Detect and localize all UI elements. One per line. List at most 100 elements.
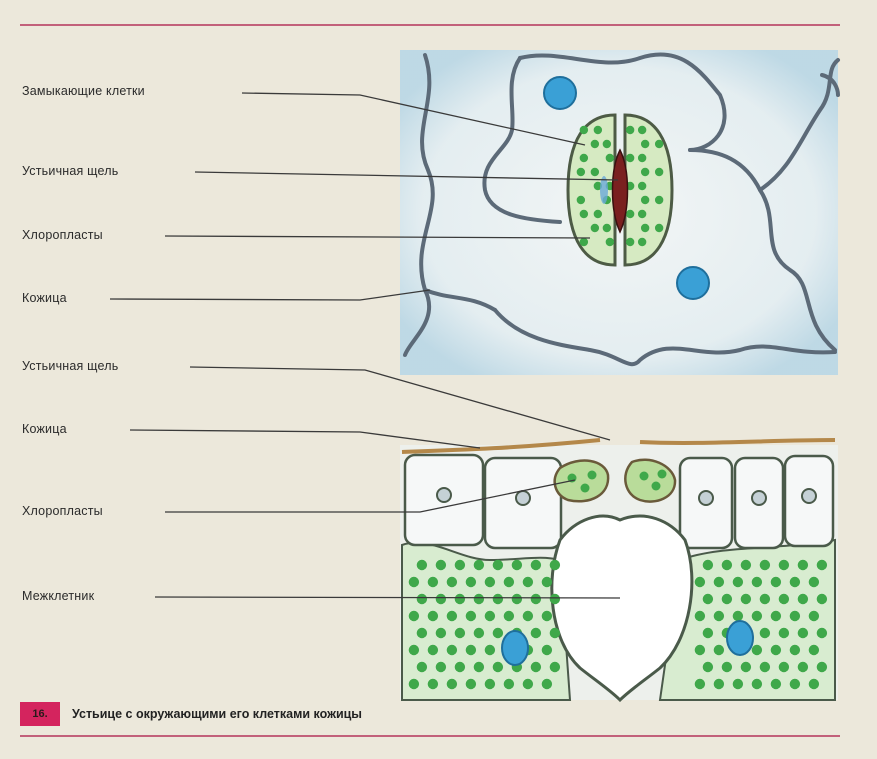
chloroplast-dot xyxy=(714,645,724,655)
chloroplast-dot xyxy=(606,238,614,246)
chloroplast-dot xyxy=(741,594,751,604)
chloroplast-dot xyxy=(741,662,751,672)
chloroplast-dot xyxy=(504,611,514,621)
chloroplast-dot xyxy=(779,662,789,672)
label-epidermis-top: Кожица xyxy=(22,291,67,305)
chloroplast-dot xyxy=(542,679,552,689)
chloroplast-dot xyxy=(779,560,789,570)
guard-cell-section-left xyxy=(555,461,608,502)
chloroplast-dot xyxy=(771,611,781,621)
chloroplast-dot xyxy=(523,577,533,587)
chloroplast-dot xyxy=(798,560,808,570)
chloroplast-dot xyxy=(722,594,732,604)
chloroplast-dot xyxy=(591,224,599,232)
chloroplast-dot xyxy=(447,645,457,655)
chloroplast-dot xyxy=(655,140,663,148)
chloroplast-dot xyxy=(626,210,634,218)
chloroplast-dot xyxy=(817,594,827,604)
chloroplast-dot xyxy=(798,628,808,638)
chloroplast-dot xyxy=(588,471,597,480)
chloroplast-dot xyxy=(580,238,588,246)
chloroplast-dot xyxy=(436,628,446,638)
chloroplast-dot xyxy=(409,577,419,587)
chloroplast-dot xyxy=(733,577,743,587)
chloroplast-dot xyxy=(531,662,541,672)
mesophyll xyxy=(402,543,570,700)
chloroplast-dot xyxy=(447,577,457,587)
chloroplast-dot xyxy=(436,594,446,604)
chloroplast-dot xyxy=(466,611,476,621)
chloroplast-dot xyxy=(641,168,649,176)
chloroplast-dot xyxy=(760,594,770,604)
chloroplast-dot xyxy=(714,577,724,587)
chloroplast-dot xyxy=(752,611,762,621)
chloroplast-dot xyxy=(550,662,560,672)
chloroplast-dot xyxy=(760,560,770,570)
chloroplast-dot xyxy=(436,560,446,570)
chloroplast-dot xyxy=(466,577,476,587)
epidermis-surface-view xyxy=(400,50,838,375)
chloroplast-dot xyxy=(550,628,560,638)
chloroplast-dot xyxy=(591,140,599,148)
chloroplast-dot xyxy=(809,611,819,621)
chloroplast-dot xyxy=(493,594,503,604)
label-stomatal-pore-bottom: Устьичная щель xyxy=(22,359,118,373)
chloroplast-dot xyxy=(790,611,800,621)
chloroplast-dot xyxy=(417,594,427,604)
nucleus-top xyxy=(544,77,576,109)
label-intercellular-space: Межклетник xyxy=(22,589,94,603)
chloroplast-dot xyxy=(638,182,646,190)
chloroplast-dot xyxy=(638,238,646,246)
chloroplast-dot xyxy=(779,628,789,638)
chloroplast-dot xyxy=(695,645,705,655)
figure-caption: 16. Устьице с окружающими его клетками к… xyxy=(20,702,362,726)
epidermal-nucleus xyxy=(802,489,816,503)
chloroplast-dot xyxy=(752,577,762,587)
chloroplast-dot xyxy=(436,662,446,672)
chloroplast-dot xyxy=(652,482,661,491)
figure-number: 16. xyxy=(20,702,60,726)
chloroplast-dot xyxy=(798,594,808,604)
chloroplast-dot xyxy=(417,560,427,570)
chloroplast-dot xyxy=(550,594,560,604)
chloroplast-dot xyxy=(531,628,541,638)
label-chloroplasts-bottom: Хлоропласты xyxy=(22,504,103,518)
chloroplast-dot xyxy=(577,196,585,204)
chloroplast-dot xyxy=(779,594,789,604)
chloroplast-dot xyxy=(703,594,713,604)
chloroplast-dot xyxy=(752,645,762,655)
chloroplast-dot xyxy=(447,679,457,689)
chloroplast-dot xyxy=(474,628,484,638)
chloroplast-dot xyxy=(428,679,438,689)
chloroplast-dot xyxy=(733,679,743,689)
chloroplast-dot xyxy=(638,210,646,218)
chloroplast-dot xyxy=(809,645,819,655)
cross-section-view xyxy=(400,440,838,700)
chloroplast-dot xyxy=(638,126,646,134)
chloroplast-dot xyxy=(542,577,552,587)
nucleus-section-right xyxy=(727,621,753,655)
chloroplast-dot xyxy=(695,577,705,587)
chloroplast-dot xyxy=(817,628,827,638)
chloroplast-dot xyxy=(455,560,465,570)
chloroplast-dot xyxy=(485,577,495,587)
chloroplast-dot xyxy=(523,679,533,689)
chloroplast-dot xyxy=(655,224,663,232)
chloroplast-dot xyxy=(409,679,419,689)
epidermal-nucleus xyxy=(699,491,713,505)
chloroplast-dot xyxy=(626,126,634,134)
chloroplast-dot xyxy=(485,679,495,689)
chloroplast-dot xyxy=(809,577,819,587)
chloroplast-dot xyxy=(428,577,438,587)
chloroplast-dot xyxy=(455,662,465,672)
chloroplast-dot xyxy=(580,210,588,218)
chloroplast-dot xyxy=(493,560,503,570)
chloroplast-dot xyxy=(703,662,713,672)
chloroplast-dot xyxy=(640,472,649,481)
chloroplast-dot xyxy=(466,645,476,655)
chloroplast-dot xyxy=(523,611,533,621)
epidermal-nucleus xyxy=(516,491,530,505)
chloroplast-dot xyxy=(504,679,514,689)
caption-text: Устьице с окружающими его клетками кожиц… xyxy=(72,707,362,721)
